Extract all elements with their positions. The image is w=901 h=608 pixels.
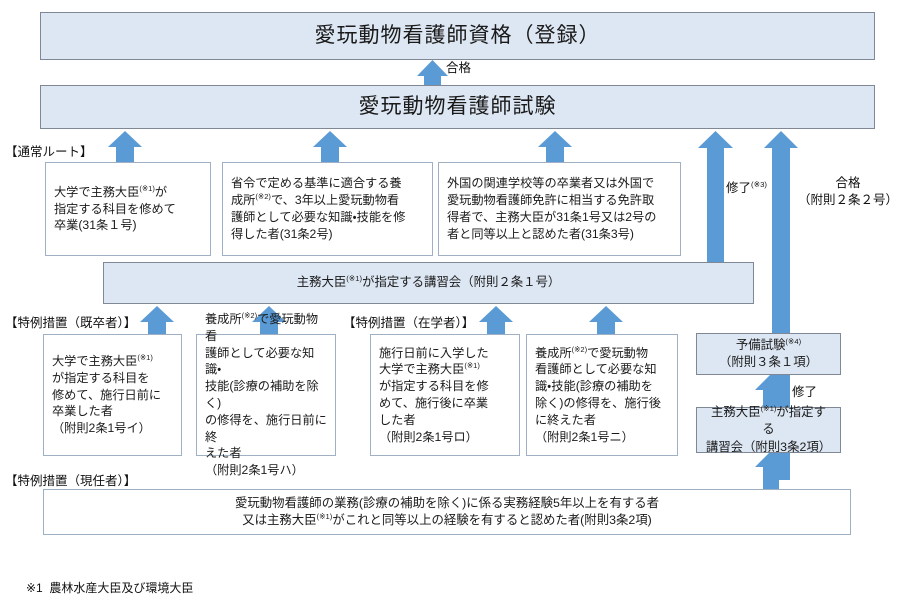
node-special-graduated-1-label: 大学で主務大臣(※1) が指定する科目を 修めて、施行日前に 卒業した者 （附則… xyxy=(52,352,162,436)
reference-marker: (※2) xyxy=(255,192,271,202)
label-pass-to-qualification: 合格 xyxy=(446,61,472,75)
arrow-completion-note3 xyxy=(698,131,733,265)
reference-marker: (※1) xyxy=(464,361,480,371)
reference-marker: (※1) xyxy=(760,404,777,414)
section-label-special-current: 【特例措置（現任者）】 xyxy=(5,474,137,488)
node-normal-route-3-label: 外国の関連学校等の卒業者又は外国で 愛玩動物看護師免許に相当する免許取 得者で、… xyxy=(447,176,657,241)
node-normal-route-3: 外国の関連学校等の卒業者又は外国で 愛玩動物看護師免許に相当する免許取 得者で、… xyxy=(438,162,681,256)
reference-marker: (※1) xyxy=(346,274,363,284)
node-special-enrolled-2: 養成所(※2)で愛玩動物 看護師として必要な知 識・技能(診療の補助を 除く)の… xyxy=(526,334,678,456)
label-completion-prelim: 修了 xyxy=(792,385,818,399)
reference-marker: (※1) xyxy=(316,511,333,521)
node-lecture-course-prelim: 主務大臣(※1)が指定する 講習会（附則3条2項） xyxy=(696,404,841,454)
reference-marker: (※2) xyxy=(571,344,588,354)
arrow-current-to-lecture xyxy=(755,451,787,494)
reference-marker: (※4) xyxy=(785,336,802,346)
node-special-enrolled-1-label: 施行日前に入学した 大学で主務大臣(※1) が指定する科目を修 めて、施行後に卒… xyxy=(379,345,489,444)
node-exam-label: 愛玩動物看護師試験 xyxy=(358,94,557,118)
node-special-enrolled-2-label: 養成所(※2)で愛玩動物 看護師として必要な知 識・技能(診療の補助を 除く)の… xyxy=(535,344,661,444)
label-completion-note3: 修了(※3) xyxy=(726,179,767,195)
node-lecture-course-main: 主務大臣(※1)が指定する講習会（附則２条１号） xyxy=(103,262,754,304)
node-qualification: 愛玩動物看護師資格（登録） xyxy=(40,12,875,60)
node-normal-route-1: 大学で主務大臣(※1)が 指定する科目を修めて 卒業(31条１号) xyxy=(45,162,211,256)
node-special-enrolled-1: 施行日前に入学した 大学で主務大臣(※1) が指定する科目を修 めて、施行後に卒… xyxy=(370,334,520,456)
node-preliminary-exam-label: 予備試験(※4) （附則３条１項） xyxy=(718,336,819,369)
section-label-special-enrolled: 【特例措置（在学者）】 xyxy=(343,316,475,330)
node-special-graduated-2-label: 養成所(※2)で愛玩動物看 護師として必要な知識・ 技能(診療の補助を除く) の… xyxy=(205,310,327,478)
node-current-practitioner-label: 愛玩動物看護師の業務(診療の補助を除く)に係る実務経験5年以上を有する者 又は主… xyxy=(234,495,660,527)
label-pass-clause2-2: 合格 （附則２条２号） xyxy=(797,176,898,207)
reference-marker: (※1) xyxy=(139,183,155,193)
node-normal-route-1-label: 大学で主務大臣(※1)が 指定する科目を修めて 卒業(31条１号) xyxy=(54,183,176,233)
node-normal-route-2: 省令で定める基準に適合する養 成所(※2)で、3年以上愛玩動物看 護師として必要… xyxy=(222,162,433,256)
node-qualification-label: 愛玩動物看護師資格（登録） xyxy=(314,23,601,47)
reference-marker: (※1) xyxy=(137,352,153,362)
reference-marker: (※2) xyxy=(241,310,258,320)
footnote-item-1: ※1 農林水産大臣及び環境大臣 xyxy=(26,580,194,595)
node-lecture-course-main-label: 主務大臣(※1)が指定する講習会（附則２条１号） xyxy=(296,274,561,290)
node-normal-route-2-label: 省令で定める基準に適合する養 成所(※2)で、3年以上愛玩動物看 護師として必要… xyxy=(231,176,406,241)
arrow-completion-prelim xyxy=(755,374,787,408)
node-special-graduated-2: 養成所(※2)で愛玩動物看 護師として必要な知識・ 技能(診療の補助を除く) の… xyxy=(196,312,336,477)
node-special-graduated-1: 大学で主務大臣(※1) が指定する科目を 修めて、施行日前に 卒業した者 （附則… xyxy=(43,334,182,456)
node-lecture-course-prelim-label: 主務大臣(※1)が指定する 講習会（附則3条2項） xyxy=(705,404,832,454)
reference-marker: (※3) xyxy=(751,179,767,189)
section-label-special-graduated: 【特例措置（既卒者）】 xyxy=(5,316,137,330)
node-current-practitioner: 愛玩動物看護師の業務(診療の補助を除く)に係る実務経験5年以上を有する者 又は主… xyxy=(43,489,851,535)
footnote-list: ※1 農林水産大臣及び環境大臣 ※2 都道府県知事が指定 ※3 施行日(令和4年… xyxy=(26,540,509,608)
node-preliminary-exam: 予備試験(※4) （附則３条１項） xyxy=(696,333,841,375)
section-label-normal-route: 【通常ルート】 xyxy=(5,145,93,159)
node-exam: 愛玩動物看護師試験 xyxy=(40,85,875,129)
